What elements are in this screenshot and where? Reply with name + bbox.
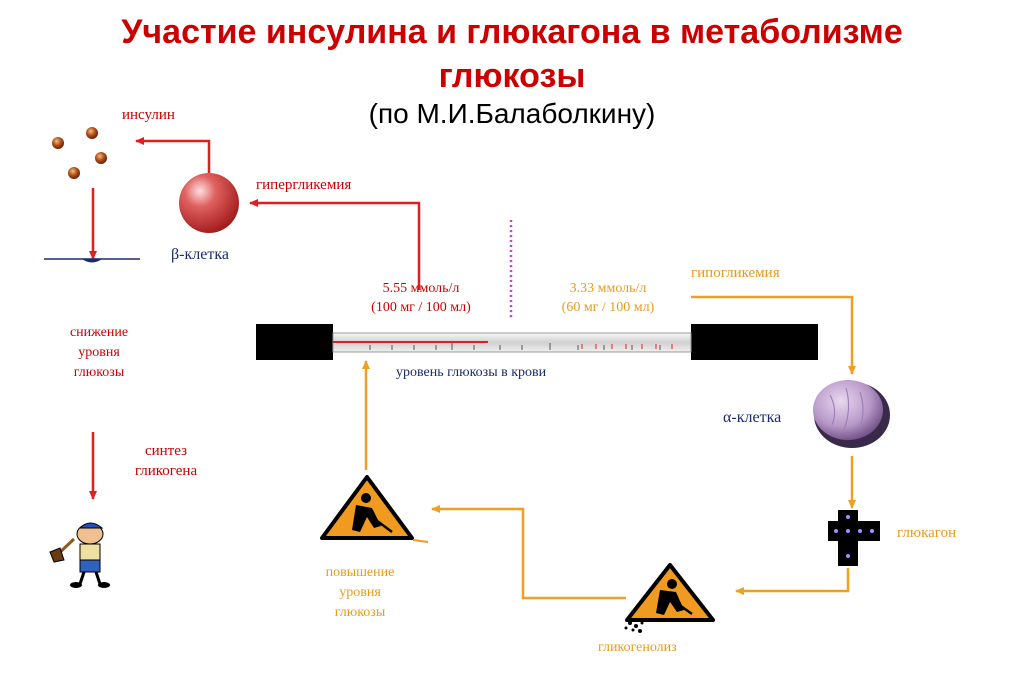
arrow-glycogenolysis-to-increase — [431, 505, 626, 600]
glycogenolysis-worker-icon — [624, 563, 715, 633]
glucose-decrease-line-1: снижение — [69, 325, 129, 340]
glucose-increase-label: повышение уровня глюкозы — [305, 563, 415, 623]
arrow-glucagon-to-glycogenolysis — [735, 568, 850, 595]
glucose-decrease-label: снижение уровня глюкозы — [44, 323, 154, 383]
alpha-cell-icon — [813, 380, 890, 448]
insulin-label: инсулин — [122, 107, 175, 123]
blood-glucose-label: уровень глюкозы в крови — [396, 365, 547, 380]
beta-cell-label: β-клетка — [171, 246, 229, 263]
arrow-hyperglycemia-to-beta — [249, 199, 421, 290]
glucose-increase-line-3: глюкозы — [334, 605, 386, 620]
alpha-cell-label: α-клетка — [723, 409, 782, 426]
glucose-decrease-line-2: уровня — [78, 345, 120, 360]
diagram-title: Участие инсулина и глюкагона в метаболиз… — [0, 10, 1024, 98]
glucose-increase-line-2: уровня — [339, 585, 381, 600]
arrow-hypoglycemia-to-alpha — [691, 295, 856, 375]
high-threshold-mg: (100 мг / 100 мл) — [371, 300, 471, 315]
glucagon-label: глюкагон — [897, 525, 957, 541]
glucagon-icon — [828, 510, 880, 566]
glycogen-synthesis-line-2: гликогена — [134, 463, 198, 479]
title-line-2: глюкозы — [438, 57, 586, 95]
work-in-progress-icon — [320, 475, 429, 543]
low-threshold-label: 3.33 ммоль/л (60 мг / 100 мл) — [533, 279, 683, 317]
glycogenolysis-label: гликогенолиз — [598, 640, 677, 655]
hypoglycemia-label: гипогликемия — [691, 265, 780, 281]
low-threshold-mg: (60 мг / 100 мл) — [561, 300, 655, 315]
diagram-subtitle: (по М.И.Балаболкину) — [368, 98, 656, 129]
glucose-increase-line-1: повышение — [325, 565, 395, 580]
high-threshold-label: 5.55 ммоль/л (100 мг / 100 мл) — [346, 279, 496, 317]
title-line-1: Участие инсулина и глюкагона в метаболиз… — [121, 13, 903, 51]
blood-glucose-scale — [256, 324, 818, 360]
high-threshold-mmol: 5.55 ммоль/л — [382, 281, 460, 296]
arrow-beta-to-insulin — [135, 137, 211, 173]
glucose-decrease-line-3: глюкозы — [73, 365, 125, 380]
glycogen-synthesis-label: синтез гликогена — [116, 441, 216, 481]
insulin-granules-icon — [52, 127, 107, 179]
cell-membrane-icon — [44, 258, 140, 263]
hyperglycemia-label: гипергликемия — [256, 177, 352, 193]
glycogen-synthesis-line-1: синтез — [144, 443, 188, 459]
worker-shovel-icon — [49, 522, 110, 588]
beta-cell-icon — [179, 173, 239, 233]
low-threshold-mmol: 3.33 ммоль/л — [569, 281, 647, 296]
